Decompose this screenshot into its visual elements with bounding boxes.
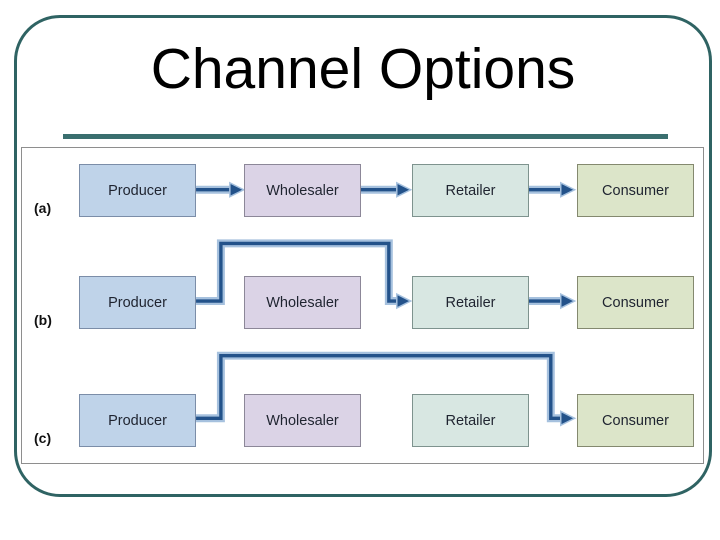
node-wholesaler-b: Wholesaler <box>244 276 361 329</box>
node-label: Consumer <box>602 294 669 311</box>
node-label: Consumer <box>602 182 669 199</box>
arrowhead-icon <box>396 181 413 198</box>
title-underline <box>63 134 668 139</box>
node-consumer-a: Consumer <box>577 164 694 217</box>
node-wholesaler-c: Wholesaler <box>244 394 361 447</box>
arrowhead-icon <box>559 181 577 198</box>
node-label: Wholesaler <box>266 412 339 429</box>
arrowhead-icon <box>229 181 246 198</box>
row-label-b: (b) <box>34 312 52 328</box>
row-label-a: (a) <box>34 200 52 216</box>
row-label-c: (c) <box>34 430 52 446</box>
node-producer-b: Producer <box>79 276 196 329</box>
node-retailer-a: Retailer <box>412 164 529 217</box>
node-label: Wholesaler <box>266 182 339 199</box>
node-producer-a: Producer <box>79 164 196 217</box>
node-wholesaler-a: Wholesaler <box>244 164 361 217</box>
arrowhead-icon <box>559 410 577 427</box>
node-consumer-c: Consumer <box>577 394 694 447</box>
node-label: Retailer <box>445 294 496 311</box>
node-consumer-b: Consumer <box>577 276 694 329</box>
diagram-panel: (a) Producer Wholesaler Retailer Consume… <box>21 147 704 464</box>
node-label: Producer <box>108 182 167 199</box>
node-label: Retailer <box>445 412 496 429</box>
node-label: Consumer <box>602 412 669 429</box>
arrowhead-icon <box>559 292 577 310</box>
node-retailer-c: Retailer <box>412 394 529 447</box>
arrowhead-icon <box>396 292 413 310</box>
node-producer-c: Producer <box>79 394 196 447</box>
page-title: Channel Options <box>150 37 576 101</box>
node-label: Wholesaler <box>266 294 339 311</box>
node-label: Retailer <box>445 182 496 199</box>
slide: Channel Options (a) <box>14 15 712 497</box>
node-label: Producer <box>108 294 167 311</box>
node-label: Producer <box>108 412 167 429</box>
node-retailer-b: Retailer <box>412 276 529 329</box>
connector-arrows <box>196 181 577 427</box>
